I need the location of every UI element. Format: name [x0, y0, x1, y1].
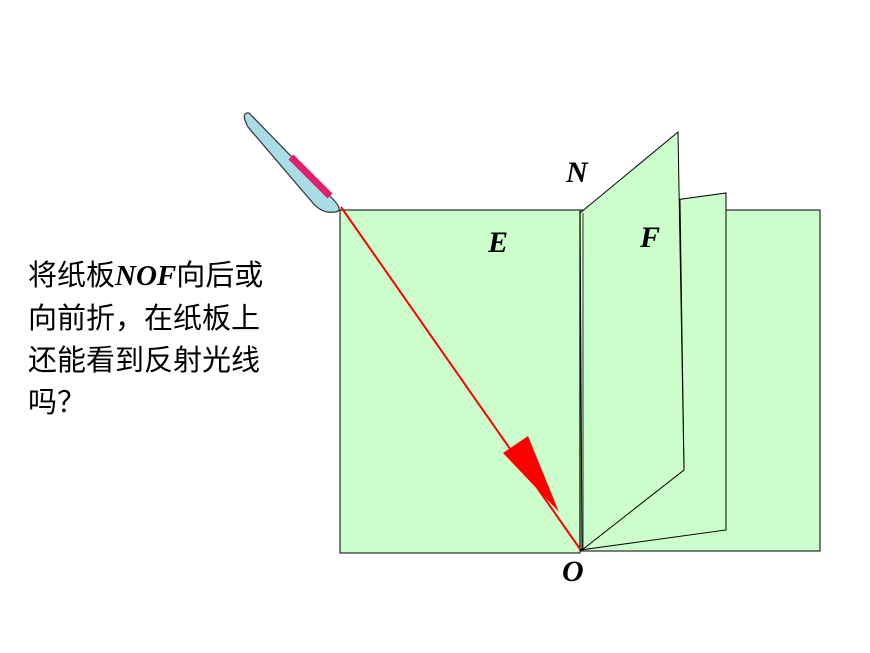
question-emphasis: NOF	[115, 260, 177, 292]
question-text: 将纸板NOF向后或 向前折，在纸板上 还能看到反射光线 吗？	[28, 254, 318, 423]
question-line-2: 向前折，在纸板上	[28, 301, 261, 335]
board-e	[339, 209, 581, 554]
question-line-3: 还能看到反射光线	[28, 343, 261, 377]
question-line-1: 将纸板NOF向后或	[28, 258, 264, 292]
label-o: O	[562, 555, 584, 588]
laser-pen-icon	[243, 112, 340, 213]
label-f: F	[639, 221, 660, 254]
question-line-4: 吗？	[28, 385, 87, 419]
label-e: E	[487, 226, 508, 259]
ray-arrowhead	[503, 436, 559, 512]
label-n: N	[565, 156, 589, 189]
board-f	[579, 130, 685, 552]
